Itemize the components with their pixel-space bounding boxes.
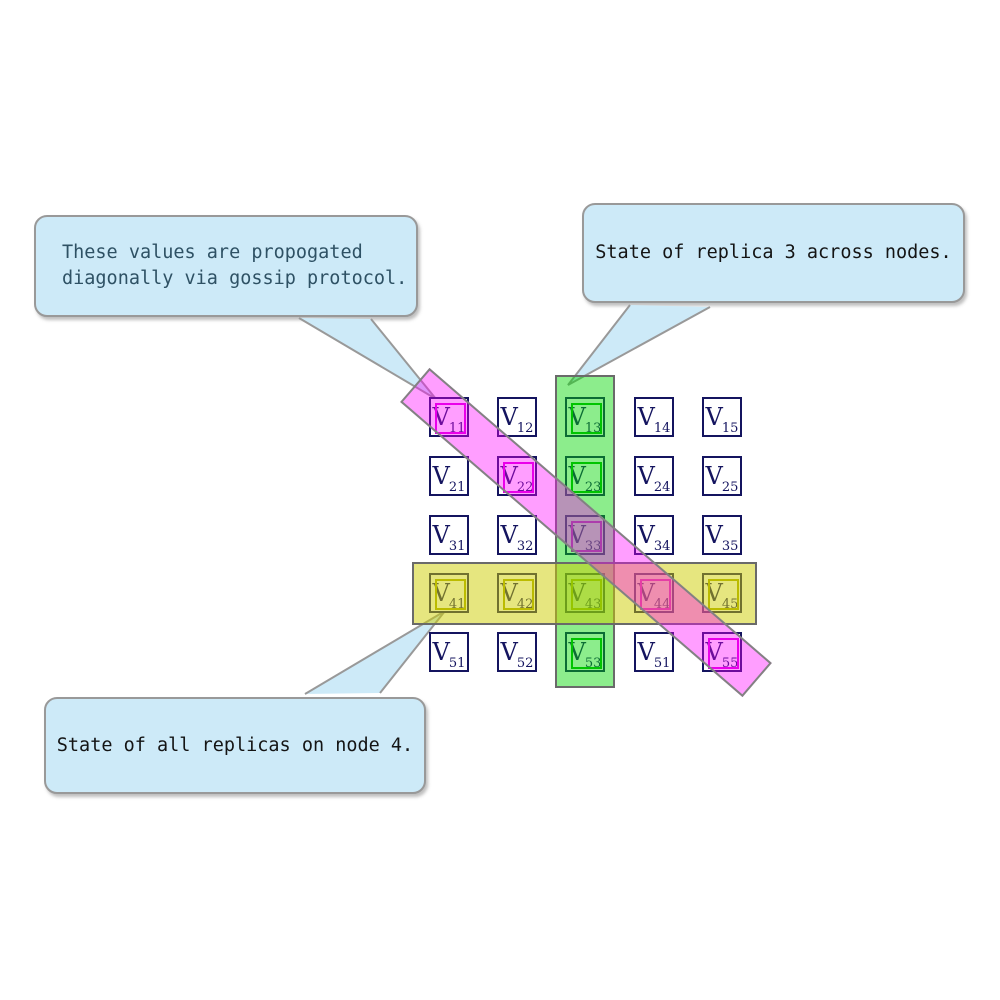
cell-label: V51 (637, 638, 671, 671)
matrix-cell-15: V15 (702, 397, 742, 437)
cell-label: V32 (500, 521, 534, 554)
matrix-cell-33: V33 (565, 515, 605, 555)
callout-replica-3: State of replica 3 across nodes. (582, 203, 965, 303)
cell-label: V34 (637, 521, 671, 554)
callout-gossip-line2: diagonally via gossip protocol. (62, 268, 408, 289)
cell-highlight-green (570, 402, 602, 434)
cell-label: V14 (637, 403, 671, 436)
matrix-cell-14: V14 (634, 397, 674, 437)
cell-label: V24 (637, 462, 671, 495)
matrix-cell-53: V53 (565, 632, 605, 672)
matrix-cell-54: V51 (634, 632, 674, 672)
cell-highlight-magenta (570, 520, 602, 552)
callout-gossip-protocol: These values are propogated diagonally v… (34, 215, 418, 317)
cell-highlight-green (570, 461, 602, 493)
cell-highlight-magenta (502, 461, 534, 493)
matrix-cell-31: V31 (429, 515, 469, 555)
callout-replica-text: State of replica 3 across nodes. (595, 242, 952, 263)
matrix-cell-23: V23 (565, 456, 605, 496)
cell-highlight-magenta (707, 637, 739, 669)
matrix-cell-13: V13 (565, 397, 605, 437)
matrix-cell-21: V21 (429, 456, 469, 496)
matrix-cell-12: V12 (497, 397, 537, 437)
yellow-row-highlight (412, 562, 757, 625)
matrix-cell-35: V35 (702, 515, 742, 555)
cell-label: V12 (500, 403, 534, 436)
callout-gossip-line1: These values are propogated (62, 242, 363, 263)
cell-highlight-magenta (434, 402, 466, 434)
matrix-cell-52: V52 (497, 632, 537, 672)
matrix-cell-32: V32 (497, 515, 537, 555)
cell-label: V15 (705, 403, 739, 436)
matrix-cell-25: V25 (702, 456, 742, 496)
cell-label: V21 (432, 462, 466, 495)
cell-label: V35 (705, 521, 739, 554)
callout-replica-tail (567, 304, 711, 386)
matrix-cell-55: V55 (702, 632, 742, 672)
cell-label: V31 (432, 521, 466, 554)
cell-label: V52 (500, 638, 534, 671)
matrix-cell-11: V11 (429, 397, 469, 437)
matrix-cell-34: V34 (634, 515, 674, 555)
matrix-cell-24: V24 (634, 456, 674, 496)
cell-label: V25 (705, 462, 739, 495)
cell-highlight-green (570, 637, 602, 669)
matrix-cell-22: V22 (497, 456, 537, 496)
matrix-cell-51: V51 (429, 632, 469, 672)
callout-node-4: State of all replicas on node 4. (44, 697, 426, 794)
cell-label: V51 (432, 638, 466, 671)
callout-node-text: State of all replicas on node 4. (56, 734, 414, 756)
